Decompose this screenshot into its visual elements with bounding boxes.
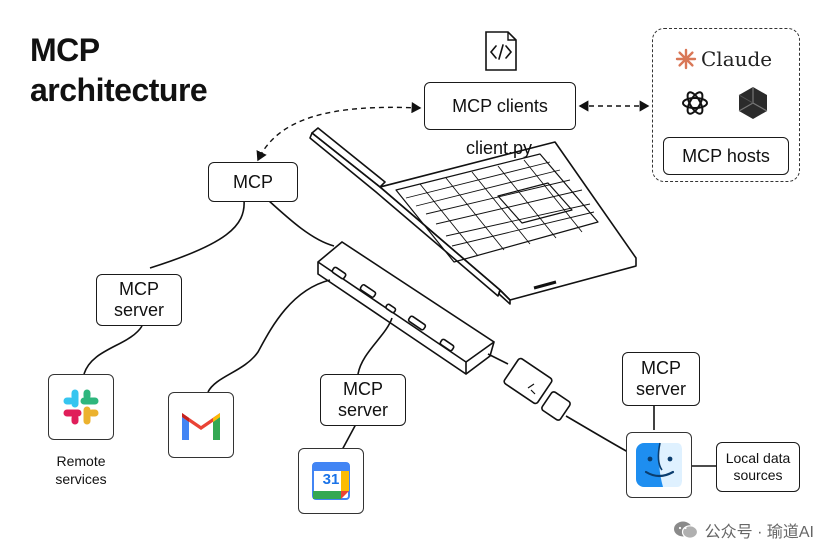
server-right-line-2: server (635, 379, 686, 399)
mcp-server-left-box: MCP server (96, 274, 182, 326)
gmail-icon (182, 413, 220, 440)
claude-icon (675, 48, 697, 70)
dashed-arrow-clients-to-mcp (256, 102, 422, 162)
server-mid-line-2: server (337, 400, 388, 420)
mcp-hosts-group: Claude MCP hosts (652, 28, 800, 182)
mcp-hosts-box: MCP hosts (663, 137, 789, 175)
server-right-line-1: MCP (641, 358, 681, 378)
google-calendar-icon (312, 462, 350, 500)
title-line-2: architecture (30, 72, 208, 108)
code-file-icon (485, 31, 517, 71)
cable-left-server-to-slack (83, 325, 143, 375)
calendar-tile: 31 (298, 448, 364, 514)
finder-tile (626, 432, 692, 498)
local-data-sources-box: Local data sources (716, 442, 800, 492)
local-line-1: Local data (725, 450, 791, 466)
mcp-server-right-box: MCP server (622, 352, 700, 406)
watermark-text: 公众号 · 瑜道AI (704, 524, 814, 541)
openai-icon (682, 91, 708, 115)
mcp-server-mid-box: MCP server (320, 374, 406, 426)
gmail-tile (168, 392, 234, 458)
claude-wordmark: Claude (701, 47, 773, 71)
cable-mid-server-to-calendar (341, 423, 357, 451)
finder-icon (636, 442, 682, 487)
calendar-day-text: 31 (322, 471, 340, 488)
usb-plug-illustration (487, 353, 571, 421)
server-mid-line-1: MCP (343, 379, 383, 399)
remote-services-label: Remote services (44, 452, 118, 488)
diagram-title: MCP architecture (30, 30, 208, 110)
cable-hub-to-mid-server (357, 317, 393, 375)
remote-line-2: services (55, 471, 107, 487)
mcp-box: MCP (208, 162, 298, 202)
wechat-icon (673, 521, 698, 539)
remote-line-1: Remote (56, 453, 106, 469)
mcp-clients-box: MCP clients (424, 82, 576, 130)
local-line-2: sources (733, 467, 783, 483)
slack-tile (48, 374, 114, 440)
usb-hub-illustration (317, 241, 495, 375)
cable-hub-to-gmail (207, 279, 331, 393)
title-line-1: MCP (30, 32, 100, 68)
claude-logo: Claude (675, 47, 772, 71)
watermark: 公众号 · 瑜道AI (673, 518, 814, 542)
laptop-illustration (309, 127, 637, 305)
slack-icon (63, 389, 99, 425)
client-file-label: client.py (466, 138, 533, 158)
cube-icon (738, 87, 768, 119)
cable-plug-to-finder (565, 415, 629, 453)
cable-mcp-to-hub (267, 199, 335, 247)
cable-mcp-to-left-server (149, 199, 245, 269)
server-left-line-1: MCP (119, 279, 159, 299)
server-left-line-2: server (113, 300, 164, 320)
